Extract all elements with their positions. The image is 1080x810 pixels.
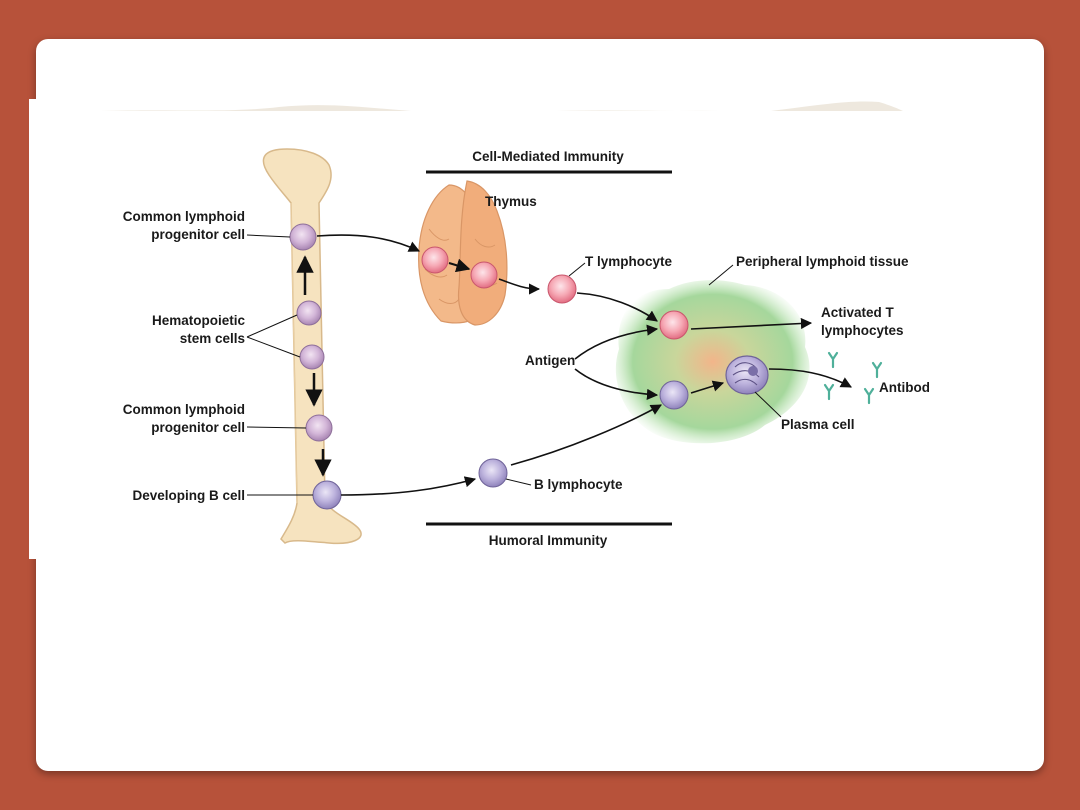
label-common-lymphoid-top-1: Common lymphoid (123, 209, 245, 224)
label-hematopoietic-2: stem cells (180, 331, 245, 346)
label-thymus: Thymus (485, 194, 537, 209)
arrow-b-to-tissue (510, 404, 662, 466)
label-developing-b-cell: Developing B cell (132, 488, 245, 503)
plasma-cell (725, 355, 769, 395)
arrow-t-to-tissue (576, 292, 658, 322)
arrow-thymus-inner (448, 258, 471, 273)
leader-hematopoietic-2 (246, 336, 301, 358)
arrow-bone-to-thymus (316, 234, 421, 252)
label-b-lymphocyte: B lymphocyte (534, 477, 623, 492)
leader-plasma-cell (754, 391, 782, 418)
arrow-plasma-to-antibodies (768, 368, 852, 388)
label-activated-t-1: Activated T (821, 305, 895, 320)
leader-t-lymphocyte (568, 262, 586, 277)
leader-peripheral (708, 264, 734, 286)
arrow-antigen-to-t (574, 324, 659, 360)
label-activated-t-2: lymphocytes (821, 323, 904, 338)
developing-b-cell (312, 480, 342, 510)
leader-common-lymphoid-top (246, 234, 291, 238)
label-hematopoietic-1: Hematopoietic (152, 313, 246, 328)
label-peripheral-lymphoid-tissue: Peripheral lymphoid tissue (736, 254, 909, 269)
b-lymphocyte (478, 458, 508, 488)
thymus-t-cell-2 (470, 261, 498, 289)
arrow-activated-t (690, 317, 813, 330)
label-common-lymphoid-top-2: progenitor cell (151, 227, 245, 242)
leader-hematopoietic-1 (246, 314, 298, 338)
leader-b-lymphocyte (505, 478, 532, 486)
arrow-b-to-plasma (690, 380, 725, 394)
header-humoral-immunity: Humoral Immunity (489, 533, 608, 548)
common-lymphoid-cell-bottom (305, 414, 333, 442)
antibodies-icon (823, 351, 883, 405)
header-cell-mediated-immunity: Cell-Mediated Immunity (472, 149, 624, 164)
hematopoietic-stem-cell-1 (296, 300, 322, 326)
label-common-lymphoid-bottom-1: Common lymphoid (123, 402, 245, 417)
tissue-t-cell (659, 310, 689, 340)
thymus-t-cell-1 (421, 246, 449, 274)
label-plasma-cell: Plasma cell (781, 417, 855, 432)
label-antigen: Antigen (525, 353, 575, 368)
label-t-lymphocyte: T lymphocyte (585, 254, 673, 269)
common-lymphoid-cell-top (289, 223, 317, 251)
arrow-thymus-to-t (498, 278, 541, 295)
t-lymphocyte (547, 274, 577, 304)
label-antibodies: Antibodies (879, 380, 929, 395)
label-common-lymphoid-bottom-2: progenitor cell (151, 420, 245, 435)
hematopoietic-stem-cell-2 (299, 344, 325, 370)
lymphocyte-development-diagram: Common lymphoid progenitor cell Hematopo… (29, 99, 929, 559)
top-decoration (101, 101, 903, 111)
arrow-bone-to-b (340, 476, 477, 496)
tissue-b-cell (659, 380, 689, 410)
arrow-antigen-to-b (574, 368, 659, 400)
leader-common-lymphoid-bottom (246, 426, 307, 429)
